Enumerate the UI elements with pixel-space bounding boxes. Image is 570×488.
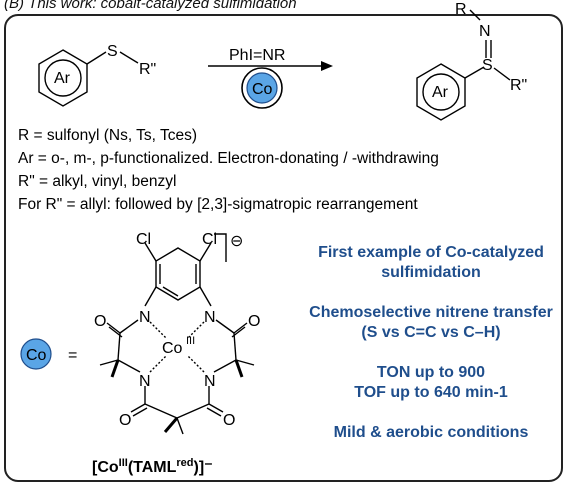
feature-item: Chemoselective nitrene transfer (S vs C=… — [309, 304, 553, 341]
taml-ligand — [99, 233, 255, 435]
condition-ar: Ar = o-, m-, p-functionalized. Electron-… — [18, 150, 439, 167]
substrate-ring — [38, 49, 139, 107]
oxygen-label-4: O — [223, 412, 235, 429]
cobalt-oxidation-label: III — [186, 335, 195, 347]
reagent-label: PhI=NR — [229, 47, 285, 64]
catalyst-label-bottom: Co — [26, 347, 47, 364]
feature-item: Mild & aerobic conditions — [333, 424, 529, 441]
feature-item: First example of Co-catalyzed sulfimidat… — [318, 244, 544, 281]
nitrogen-label-3: N — [139, 373, 151, 390]
oxygen-label-3: O — [119, 412, 131, 429]
cobalt-center-label: Co — [162, 340, 183, 357]
nitrogen-label-4: N — [204, 373, 216, 390]
catalyst-circle-bottom — [20, 338, 52, 370]
product-ring-label: Ar — [432, 84, 449, 101]
product-r2-label: R" — [510, 77, 527, 94]
substrate-r-label: R" — [139, 61, 156, 78]
reaction-arrow — [208, 61, 333, 71]
oxygen-label-2: O — [248, 313, 260, 330]
product-nitrogen-label: N — [479, 23, 491, 40]
condition-r2: R" = alkyl, vinyl, benzyl — [18, 173, 177, 190]
oxygen-label-1: O — [94, 313, 106, 330]
feature-item: TON up to 900 TOF up to 640 min-1 — [354, 364, 508, 401]
product-ring — [416, 9, 511, 121]
section-header: (B) This work: cobalt-catalyzed sulfimid… — [4, 0, 297, 12]
product-r-label: R — [455, 1, 467, 18]
equals-sign: = — [68, 347, 77, 364]
scheme-frame — [4, 14, 563, 482]
catalyst-circle-top — [241, 67, 283, 109]
chloro-label-right: Cl — [202, 231, 217, 248]
substrate-ring-label: Ar — [54, 70, 71, 87]
conditions-list: R = sulfonyl (Ns, Ts, Tces) Ar = o-, m-,… — [18, 124, 439, 216]
catalyst-label-top: Co — [252, 81, 273, 98]
charge-label: ⊖ — [230, 233, 243, 250]
condition-allyl: For R" = allyl: followed by [2,3]-sigmat… — [18, 196, 418, 213]
chloro-label-left: Cl — [136, 231, 151, 248]
catalyst-name: [CoIII(TAMLred)]⁻ — [92, 457, 213, 476]
nitrogen-label-1: N — [139, 309, 151, 326]
product-sulfur-label: S — [482, 57, 493, 74]
substrate-sulfur-label: S — [107, 43, 118, 60]
condition-r: R = sulfonyl (Ns, Ts, Tces) — [18, 127, 198, 144]
nitrogen-label-2: N — [204, 309, 216, 326]
features-list: First example of Co-catalyzed sulfimidat… — [300, 243, 562, 463]
